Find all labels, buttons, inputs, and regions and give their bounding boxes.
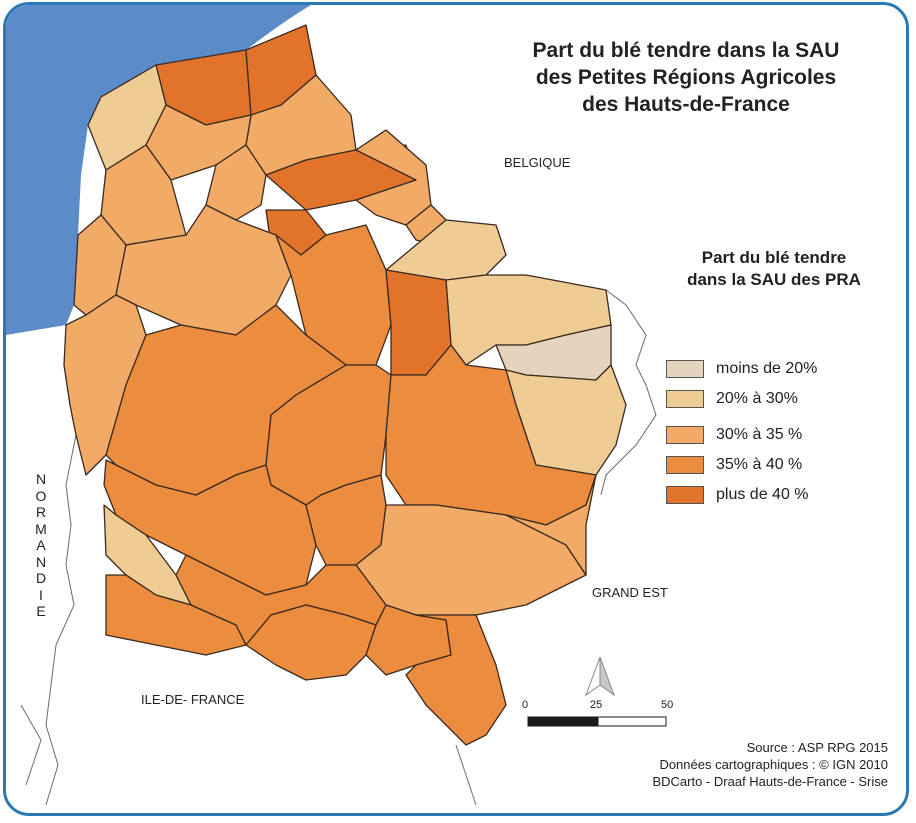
title-line: Part du blé tendre dans la SAU xyxy=(532,39,840,62)
legend-title-line: dans la SAU des PRA xyxy=(687,270,861,289)
region-pra xyxy=(145,104,252,181)
region-pra xyxy=(405,614,507,746)
legend-swatch xyxy=(666,426,704,444)
belgium-border xyxy=(600,289,657,496)
label-ile-de-france: ILE-DE- FRANCE xyxy=(141,692,245,707)
map-title: Part du blé tendre dans la SAU des Petit… xyxy=(486,37,886,118)
title-line: des Hauts-de-France xyxy=(582,93,790,116)
region-pra xyxy=(505,474,597,576)
legend-label: plus de 40 % xyxy=(716,486,809,503)
north-arrow-icon xyxy=(584,656,616,697)
legend-swatch xyxy=(666,456,704,474)
legend-label: moins de 20% xyxy=(716,360,818,377)
source-note: Source : ASP RPG 2015 Données cartograph… xyxy=(652,739,888,790)
source-line: Données cartographiques : © IGN 2010 xyxy=(659,757,888,772)
scale-tick-label: 0 xyxy=(522,699,529,711)
region-map xyxy=(6,5,667,806)
region-pra xyxy=(385,219,507,281)
legend-swatch xyxy=(666,486,704,504)
legend-title: Part du blé tendre dans la SAU des PRA xyxy=(654,247,894,291)
scale-bar xyxy=(527,716,667,727)
legend-item: moins de 20% xyxy=(666,359,817,379)
label-grand-est: GRAND EST xyxy=(592,585,668,600)
legend-swatch xyxy=(666,390,704,408)
title-line: des Petites Régions Agricoles xyxy=(535,66,837,89)
legend-item: 30% à 35 % xyxy=(666,425,802,445)
sea-area xyxy=(6,5,311,335)
legend-label: 30% à 35 % xyxy=(716,426,803,443)
label-belgique: BELGIQUE xyxy=(504,155,571,170)
legend-swatch xyxy=(666,360,704,378)
scale-tick-label: 25 xyxy=(590,699,603,711)
source-line: Source : ASP RPG 2015 xyxy=(746,740,888,755)
legend-item: plus de 40 % xyxy=(666,485,809,505)
legend-item: 35% à 40 % xyxy=(666,455,802,475)
source-line: BDCarto - Draaf Hauts-de-France - Srise xyxy=(652,774,888,789)
southern-border xyxy=(20,704,477,806)
legend-title-line: Part du blé tendre xyxy=(701,248,847,267)
legend-item: 20% à 30% xyxy=(666,389,798,409)
scale-tick-label: 50 xyxy=(661,699,674,711)
legend-label: 20% à 30% xyxy=(716,390,798,407)
legend-label: 35% à 40 % xyxy=(716,456,803,473)
map-frame: Part du blé tendre dans la SAU des Petit… xyxy=(3,2,909,816)
